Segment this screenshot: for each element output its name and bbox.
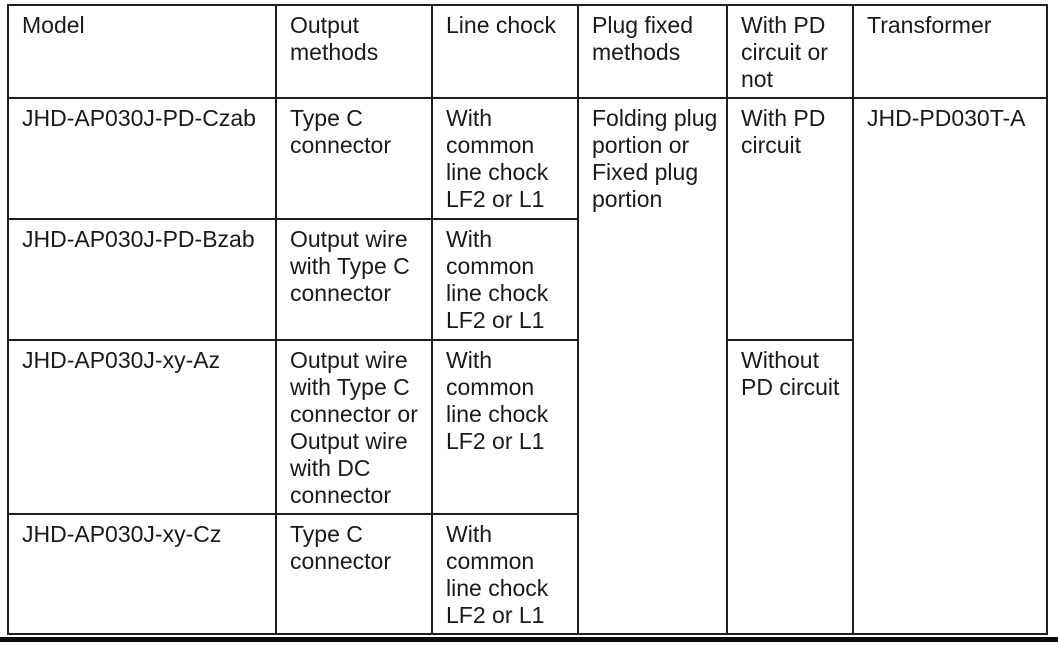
page-bottom-rule [0, 637, 1058, 642]
header-transformer: Transformer [852, 4, 1048, 99]
table-row: JHD-AP030J-xy-Az Output wire with Type C… [7, 339, 1047, 635]
cell-with-pd-circuit-merged: With PD circuit [726, 97, 854, 341]
cell-line-chock-row3: With common line chock LF2 or L1 [431, 339, 579, 515]
header-plug-fixed-methods: Plug fixed methods [577, 4, 728, 99]
product-spec-table: Model Output methods Line chock Plug fix… [7, 4, 1048, 635]
header-pd-circuit: With PD circuit or not [726, 4, 854, 99]
cell-output-methods-row3: Output wire with Type C connector or Out… [275, 339, 433, 515]
header-line-chock: Line chock [431, 4, 579, 99]
cell-model-row3: JHD-AP030J-xy-Az [7, 339, 277, 515]
cell-model-row1: JHD-AP030J-PD-Czab [7, 97, 277, 220]
cell-model-row4: JHD-AP030J-xy-Cz [7, 513, 277, 635]
cell-model-row2: JHD-AP030J-PD-Bzab [7, 218, 277, 341]
table-row: JHD-AP030J-xy-Cz Type C connector With c… [7, 513, 1047, 635]
cell-transformer-merged: JHD-PD030T-A [852, 97, 1048, 635]
cell-line-chock-row2: With common line chock LF2 or L1 [431, 218, 579, 341]
cell-line-chock-row4: With common line chock LF2 or L1 [431, 513, 579, 635]
cell-output-methods-row4: Type C connector [275, 513, 433, 635]
cell-output-methods-row2: Output wire with Type C connector [275, 218, 433, 341]
header-model: Model [7, 4, 277, 99]
cell-plug-fixed-methods-merged: Folding plug portion or Fixed plug porti… [577, 97, 728, 635]
cell-line-chock-row1: With common line chock LF2 or L1 [431, 97, 579, 220]
table-row: JHD-AP030J-PD-Czab Type C connector With… [7, 97, 1048, 635]
header-row: Model Output methods Line chock Plug fix… [7, 4, 1048, 99]
cell-without-pd-circuit-merged: Without PD circuit [726, 339, 854, 635]
header-output-methods: Output methods [275, 4, 433, 99]
cell-output-methods-row1: Type C connector [275, 97, 433, 220]
table-row: JHD-AP030J-PD-Bzab Output wire with Type… [7, 218, 1047, 341]
